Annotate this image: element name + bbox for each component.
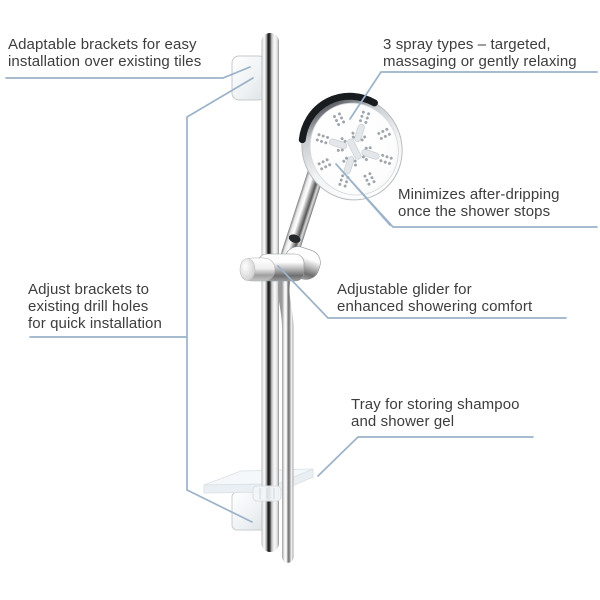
annotation-line: for quick installation <box>28 315 162 332</box>
annotation-line: enhanced showering comfort <box>337 298 533 315</box>
annotation-line: Adjust brackets to <box>28 281 150 298</box>
annotation-adjust-brackets: Adjust brackets to existing drill holes … <box>28 281 162 332</box>
annotation-spray-types: 3 spray types – targeted, massaging or g… <box>383 36 577 70</box>
annotation-adaptable-brackets: Adaptable brackets for easy installation… <box>8 36 201 70</box>
annotation-line: installation over existing tiles <box>8 53 202 70</box>
shower-rail <box>261 33 279 552</box>
leader-anti-drip <box>335 163 598 228</box>
leader-tray <box>317 436 534 477</box>
annotation-line: 3 spray types – targeted, <box>383 36 551 53</box>
annotation-line: Minimizes after-dripping <box>398 186 560 203</box>
annotation-anti-drip: Minimizes after-dripping once the shower… <box>398 186 560 220</box>
leader-glider <box>277 265 567 319</box>
annotation-tray: Tray for storing shampoo and shower gel <box>351 396 520 430</box>
leader-adaptable-brackets <box>5 66 251 79</box>
annotation-line: existing drill holes <box>28 298 149 315</box>
shower-handle <box>281 163 325 263</box>
annotation-glider: Adjustable glider for enhanced showering… <box>337 281 532 315</box>
annotation-line: once the shower stops <box>398 203 551 220</box>
leader-spray-types <box>349 71 598 120</box>
annotation-line: Adaptable brackets for easy <box>8 36 197 53</box>
annotation-line: and shower gel <box>351 413 455 430</box>
shower-hose <box>278 272 294 563</box>
glider <box>239 246 321 282</box>
tray-collar <box>252 485 282 502</box>
shower-head <box>298 92 403 201</box>
annotation-line: Tray for storing shampoo <box>351 396 520 413</box>
annotation-line: Adjustable glider for <box>337 281 472 298</box>
annotation-line: massaging or gently relaxing <box>383 53 577 70</box>
wall-bracket-top <box>231 55 267 101</box>
leader-lines <box>5 66 598 523</box>
leader-adjust-brackets <box>29 77 254 523</box>
brand-badge <box>288 234 301 243</box>
